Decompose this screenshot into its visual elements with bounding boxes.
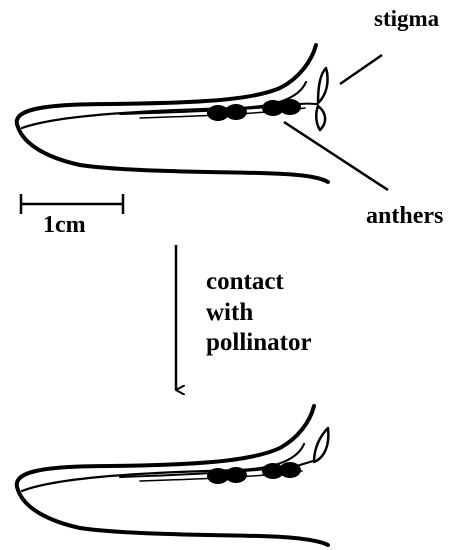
lower-lip: [18, 490, 328, 545]
stigma-closed: [314, 428, 328, 462]
anthers-after: [207, 462, 301, 484]
stigma-label: stigma: [374, 6, 440, 31]
flower-before: [17, 45, 328, 182]
lower-lip: [18, 127, 328, 182]
stigma-lobe-lower: [316, 106, 325, 130]
anther: [225, 467, 247, 483]
anthers-leader-line: [284, 122, 388, 190]
arrow-label-line3: pollinator: [206, 329, 312, 356]
anthers-label: anthers: [366, 203, 443, 229]
arrow-label-line1: contact: [206, 268, 284, 295]
scale-bar: [21, 194, 123, 214]
arrow-label-line2: with: [206, 299, 253, 326]
anthers-before: [207, 99, 301, 121]
stigma-leader-line: [340, 55, 382, 84]
scale-label: 1cm: [43, 212, 86, 238]
anther: [279, 99, 301, 115]
anther: [225, 104, 247, 120]
stigma-lobe-upper: [318, 68, 328, 103]
anther: [279, 462, 301, 478]
